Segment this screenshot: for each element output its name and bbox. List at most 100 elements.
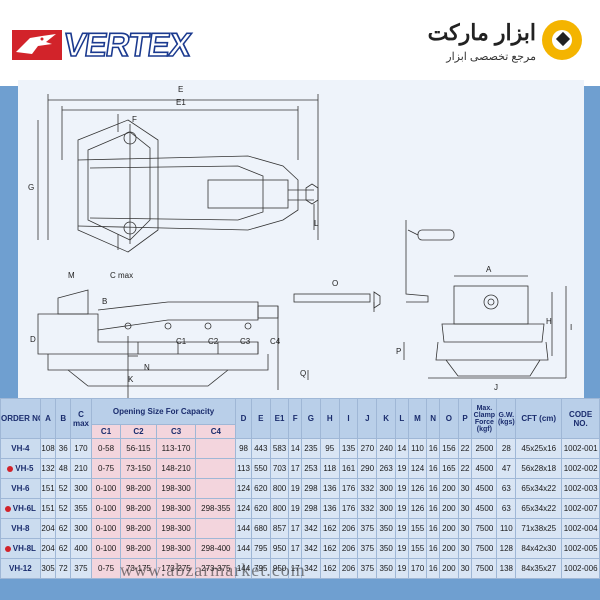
dim-G-label: G — [28, 183, 34, 192]
cell-text: 84x42x30 — [521, 544, 557, 553]
cell-clamp: 4500 — [471, 478, 498, 499]
cell-e1: 800 — [269, 478, 290, 499]
cell-text: 148-210 — [161, 464, 191, 473]
cell-text: 1002-006 — [563, 564, 598, 573]
cell-p: 22 — [457, 458, 473, 479]
cell-g: 342 — [301, 538, 321, 559]
dim-H-label: H — [546, 317, 552, 326]
cell-text: 206 — [341, 544, 356, 553]
cell-clamp: 7500 — [471, 518, 498, 539]
cell-n: 16 — [426, 518, 440, 539]
cell-c2: 73-150 — [120, 458, 157, 479]
cell-text: 173-275 — [161, 564, 191, 573]
cell-text: 19 — [397, 544, 407, 553]
new-item-dot-icon — [4, 505, 11, 512]
cell-j: 332 — [357, 478, 378, 499]
cell-text: 263 — [379, 464, 393, 473]
cell-code: 1002-006 — [561, 558, 600, 579]
header-gw: G.W. (kgs) — [496, 398, 517, 439]
cell-c4 — [195, 438, 237, 459]
header-A: A — [39, 398, 57, 439]
cell-text: 110 — [499, 524, 513, 533]
cell-c4: 298-400 — [195, 538, 237, 559]
cell-m: 126 — [407, 478, 428, 499]
cell-g: 298 — [301, 478, 321, 499]
header-O: O — [438, 398, 459, 439]
cell-e1: 800 — [269, 498, 290, 519]
cell-f: 17 — [288, 458, 302, 479]
cell-text: 857 — [272, 524, 287, 533]
cell-text: 1002-002 — [563, 464, 598, 473]
cell-a: 151 — [39, 498, 57, 519]
cell-text: 200 — [442, 524, 456, 533]
cell-c3: 198-300 — [155, 498, 197, 519]
cell-text: 375 — [360, 564, 375, 573]
dim-C1-label: C1 — [176, 337, 187, 346]
cell-text: 253 — [304, 464, 318, 473]
cell-code: 1002-004 — [561, 518, 600, 539]
cell-text: 350 — [379, 564, 393, 573]
cell-code: 1002-003 — [561, 478, 600, 499]
cell-text: 52 — [58, 484, 68, 493]
cell-text: 136 — [323, 504, 337, 513]
header-P: P — [457, 398, 473, 439]
dim-C2-label: C2 — [208, 337, 219, 346]
cell-g: 253 — [301, 458, 321, 479]
cell-i: 206 — [338, 518, 359, 539]
cell-code: 1002-007 — [561, 498, 600, 519]
cell-text: 63 — [501, 484, 511, 493]
cell-g: 342 — [301, 558, 321, 579]
cell-text: 17 — [290, 464, 300, 473]
cell-c: 170 — [70, 438, 92, 459]
cell-text: 300 — [379, 504, 393, 513]
header-opening: Opening Size For Capacity — [90, 398, 237, 425]
cell-e1: 950 — [269, 538, 290, 559]
cell-text: 7500 — [475, 564, 494, 573]
dim-E1-label: E1 — [176, 98, 186, 107]
cell-text: 19 — [397, 484, 407, 493]
cell-a: 108 — [39, 438, 57, 459]
cell-text: 950 — [272, 564, 287, 573]
cell-text: 298 — [304, 504, 318, 513]
cell-text: 28 — [501, 444, 511, 453]
cell-b: 62 — [55, 518, 72, 539]
cell-text: 124 — [236, 504, 251, 513]
cell-e: 620 — [250, 498, 271, 519]
cell-text: 17 — [290, 564, 300, 573]
cell-clamp: 4500 — [471, 498, 498, 519]
cell-text: 332 — [360, 504, 375, 513]
cell-text: 273-375 — [201, 564, 231, 573]
header-C: C max — [70, 398, 92, 439]
cell-text: 151 — [41, 484, 55, 493]
cell-text: 270 — [360, 444, 375, 453]
cell-text: 136 — [323, 484, 337, 493]
cell-j: 375 — [357, 558, 378, 579]
cell-text: 98 — [239, 444, 248, 453]
cell-clamp: 7500 — [471, 538, 498, 559]
cell-text: 1002-005 — [563, 544, 598, 553]
cell-c2: 56-115 — [120, 438, 157, 459]
header-L: L — [395, 398, 409, 439]
cell-j: 375 — [357, 538, 378, 559]
cell-d: 124 — [235, 498, 252, 519]
dim-Cmax-label: C max — [110, 271, 133, 280]
cell-k: 240 — [376, 438, 397, 459]
header-K: K — [376, 398, 397, 439]
header-C3: C3 — [155, 424, 197, 439]
cell-j: 290 — [357, 458, 378, 479]
cell-e: 680 — [250, 518, 271, 539]
order-no-cell: VH-6 — [0, 478, 41, 499]
cell-text: 200 — [442, 484, 456, 493]
cell-c: 210 — [70, 458, 92, 479]
cell-text: 110 — [411, 444, 424, 453]
cell-text: 113-170 — [161, 444, 191, 453]
cell-cft: 45x25x16 — [515, 438, 563, 459]
cell-text: 126 — [410, 484, 425, 493]
cell-e1: 703 — [269, 458, 290, 479]
cell-h: 162 — [319, 518, 340, 539]
cell-text: 19 — [290, 504, 300, 513]
